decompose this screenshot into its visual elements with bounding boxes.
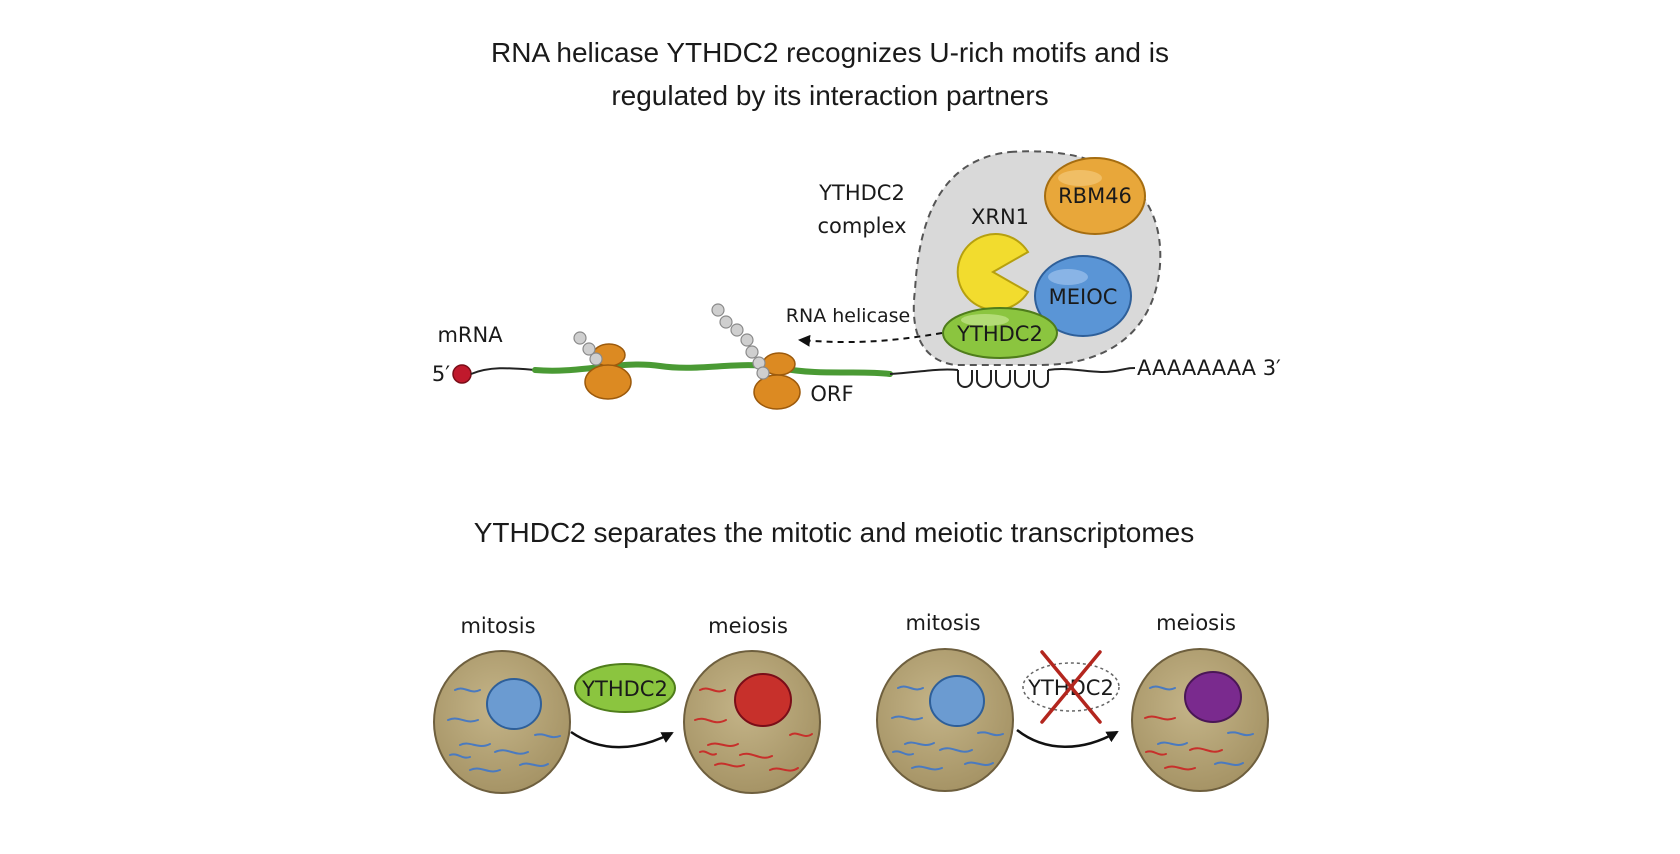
mrna-label: mRNA xyxy=(437,323,503,347)
ribosome-2 xyxy=(753,352,801,410)
complex-label-line1: YTHDC2 xyxy=(818,181,905,205)
orf-label: ORF xyxy=(810,382,853,406)
cross-icon xyxy=(1040,650,1102,724)
top-title-line1: RNA helicase YTHDC2 recognizes U-rich mo… xyxy=(491,37,1169,68)
complex-label-line2: complex xyxy=(818,214,907,238)
xrn1-label: XRN1 xyxy=(971,205,1029,229)
nascent-peptide-2 xyxy=(711,303,770,380)
right-mitosis-label: mitosis xyxy=(905,611,980,635)
left-meiosis-label: meiosis xyxy=(708,614,788,638)
left-transition-arrow xyxy=(570,730,674,749)
ythdc2-label: YTHDC2 xyxy=(956,322,1043,346)
u-rich-motif xyxy=(957,370,1049,388)
five-prime-label: 5′ xyxy=(432,362,450,386)
helicase-direction-arrow xyxy=(798,332,943,347)
right-mitotic-cell xyxy=(876,648,1014,792)
left-ythdc2-label: YTHDC2 xyxy=(581,677,668,701)
mrna-tail xyxy=(1047,367,1136,373)
mrna-cap xyxy=(452,364,472,384)
top-title-line2: regulated by its interaction partners xyxy=(611,80,1048,111)
rbm46-label: RBM46 xyxy=(1058,184,1132,208)
mrna-3utr xyxy=(889,368,959,375)
right-ythdc2-absent: YTHDC2 xyxy=(1022,650,1120,724)
left-meiotic-cell xyxy=(683,650,821,794)
poly-a-label: AAAAAAAA 3′ xyxy=(1137,356,1281,380)
nascent-peptide-1 xyxy=(573,331,603,366)
left-mitosis-label: mitosis xyxy=(460,614,535,638)
ribosome-1 xyxy=(584,343,632,400)
right-transition-arrow xyxy=(1016,729,1119,748)
meioc-label: MEIOC xyxy=(1049,285,1118,309)
mrna-5utr xyxy=(470,367,536,375)
right-meiosis-label: meiosis xyxy=(1156,611,1236,635)
left-ythdc2-factor xyxy=(574,663,676,713)
right-aberrant-cell xyxy=(1131,648,1269,792)
left-mitotic-cell xyxy=(433,650,571,794)
bottom-title: YTHDC2 separates the mitotic and meiotic… xyxy=(474,517,1195,548)
rna-helicase-label: RNA helicase xyxy=(786,305,910,327)
